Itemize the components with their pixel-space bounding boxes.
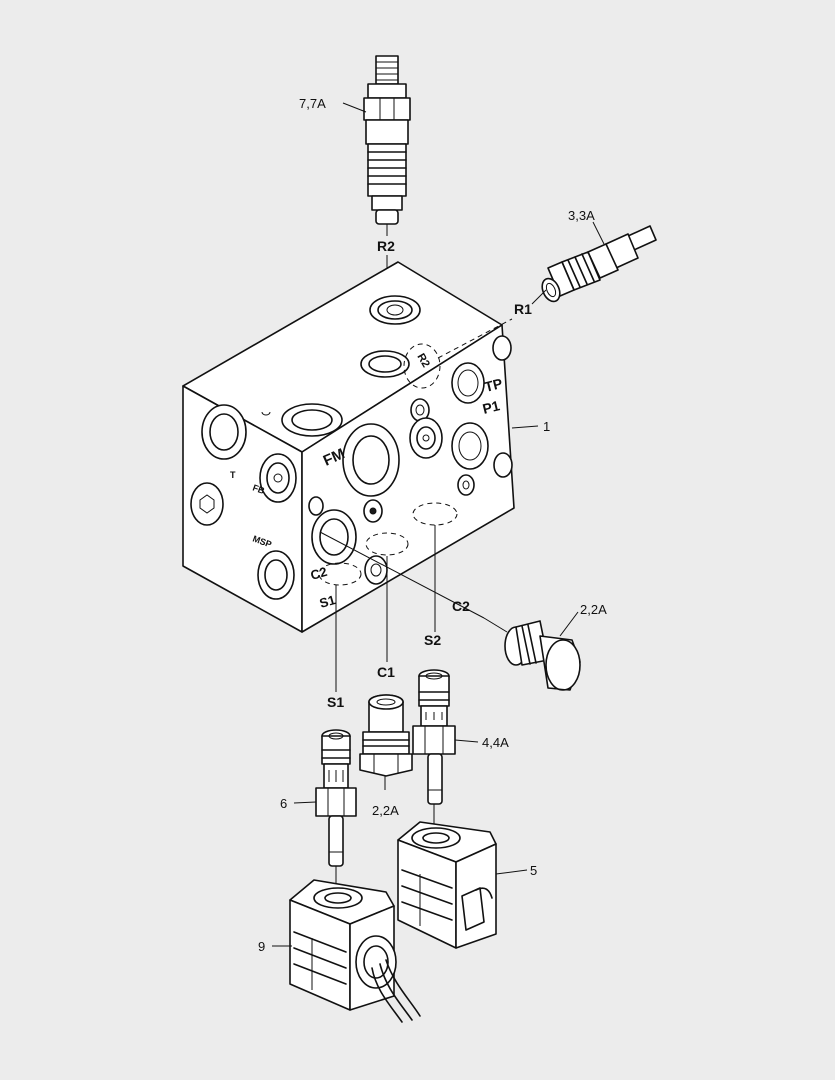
callout-1: 1 [543, 419, 550, 434]
face-label-p1: P1 [481, 397, 502, 417]
face-label-tp: TP [483, 375, 504, 395]
callout-3-3a: 3,3A [568, 208, 595, 223]
callout-7-7a: 7,7A [299, 96, 326, 111]
face-label-t: T [230, 470, 236, 480]
coil-9 [289, 879, 421, 1023]
callout-9: 9 [258, 939, 265, 954]
port-label-r1: R1 [514, 301, 532, 317]
face-label-c2: C2 [309, 564, 329, 583]
cartridge-6 [315, 729, 357, 867]
face-label-s1: S1 [318, 592, 337, 611]
callout-2-2a-bottom: 2,2A [372, 803, 399, 818]
face-label-fb: FB [251, 482, 266, 496]
callout-5: 5 [530, 863, 537, 878]
port-label-c2: C2 [452, 598, 470, 614]
valve-block [182, 261, 515, 633]
cartridge-3-3a [541, 225, 657, 303]
plug-2-2a-right [504, 620, 581, 691]
coil-5 [397, 821, 497, 949]
callout-6: 6 [280, 796, 287, 811]
callout-4-4a: 4,4A [482, 735, 509, 750]
port-label-c1: C1 [377, 664, 395, 680]
cartridge-4-4a [412, 669, 456, 805]
cartridge-7-7a [363, 55, 411, 225]
port-label-s2: S2 [424, 632, 441, 648]
port-label-s1: S1 [327, 694, 344, 710]
port-label-r2: R2 [377, 238, 395, 254]
callout-2-2a-right: 2,2A [580, 602, 607, 617]
plug-2-2a-bottom [359, 694, 413, 777]
